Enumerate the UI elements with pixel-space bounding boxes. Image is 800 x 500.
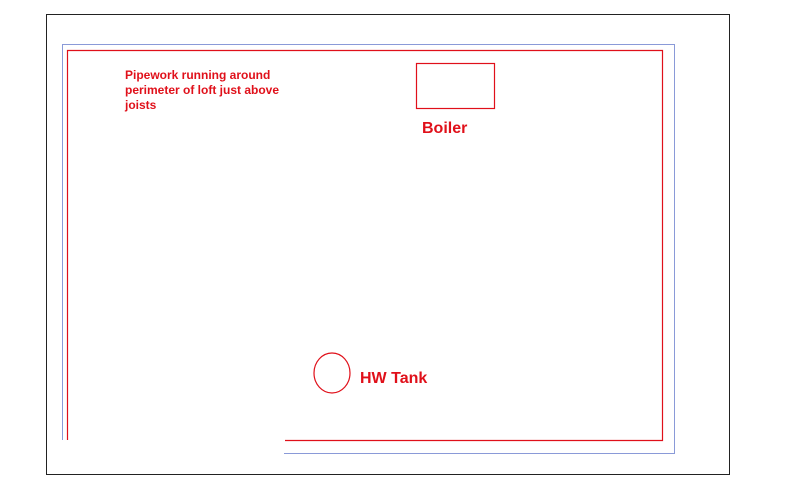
boiler-box xyxy=(415,62,496,110)
page-frame xyxy=(46,14,730,475)
annotation-line: Pipework running around xyxy=(125,68,271,82)
pipework-run xyxy=(66,49,664,442)
hw-tank-circle xyxy=(313,352,351,394)
hw-tank-label: HW Tank xyxy=(360,370,428,387)
loft-wall-outline xyxy=(62,44,675,454)
boiler-label: Boiler xyxy=(422,120,468,137)
annotation-line: perimeter of loft just above xyxy=(125,83,280,97)
pipework-annotation: Pipework running around perimeter of lof… xyxy=(125,68,335,113)
annotation-line: joists xyxy=(125,98,157,112)
